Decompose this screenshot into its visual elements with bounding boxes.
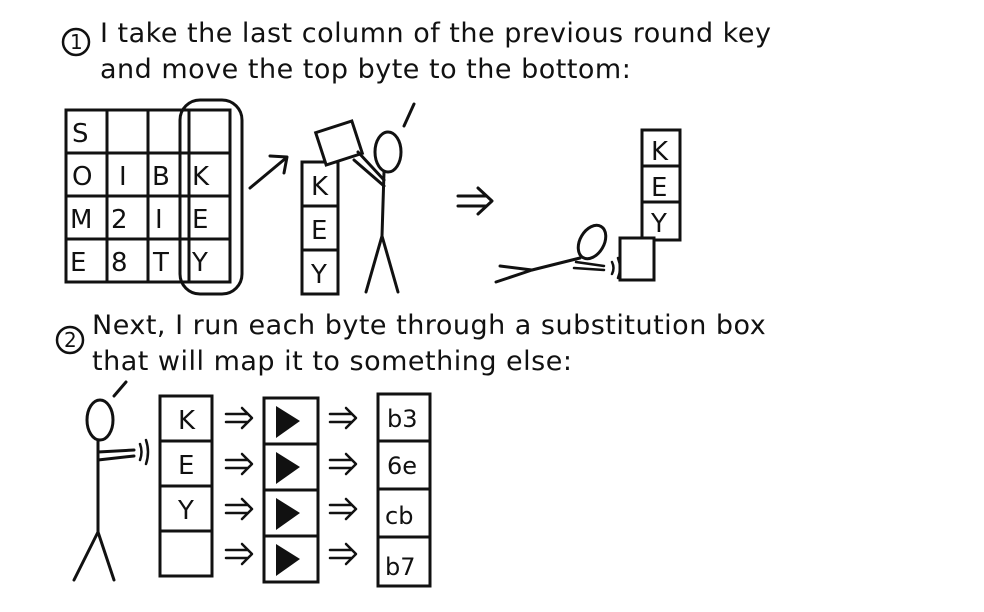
step2-number-circle: [55, 325, 85, 355]
grid-cell-r2c0: M: [70, 205, 92, 235]
sbox-triangle-icon: [276, 406, 300, 438]
held-column-byte-2: Y: [310, 260, 327, 290]
step1-number: 1: [70, 30, 83, 54]
held-column-byte-1: E: [311, 216, 327, 246]
substitution-box-column: [262, 396, 320, 584]
grid-cell-r2c1: 2: [111, 205, 128, 235]
sbox-input-0: K: [178, 406, 196, 436]
sbox-output-2: cb: [385, 502, 413, 530]
double-arrow-icon: [456, 186, 494, 216]
arrows-to-sbox-icon: [224, 406, 254, 566]
result-column-byte-2: Y: [650, 209, 667, 239]
grid-cell-r3c0: E: [70, 248, 86, 278]
sbox-input-1: E: [178, 451, 194, 481]
grid-cell-r1c2: B: [152, 162, 170, 192]
step1-line2: and move the top byte to the bottom:: [100, 54, 631, 85]
last-column-outline: [178, 98, 244, 296]
grid-cell-r1c0: O: [72, 162, 92, 192]
grid-cell-r1c3: K: [192, 162, 210, 192]
sbox-triangle-icon: [276, 452, 300, 484]
step1-line1: I take the last column of the previous r…: [100, 18, 771, 49]
sbox-output-1: 6e: [387, 452, 417, 480]
round-key-grid: S O I B K M 2 I E E 8 T Y: [64, 98, 244, 296]
step1-number-circle: [61, 27, 91, 57]
grid-cell-r3c2: T: [152, 248, 169, 278]
held-column-byte-0: K: [311, 172, 329, 202]
stick-figure-lifting-icon: [352, 102, 416, 294]
step2-number: 2: [64, 328, 77, 352]
step2-line2: that will map it to something else:: [92, 346, 572, 377]
sbox-input-column: K E Y: [158, 394, 214, 578]
step2-line1: Next, I run each byte through a substitu…: [92, 310, 766, 341]
sbox-output-column: b3 6e cb b7: [376, 392, 432, 588]
result-column: K E Y: [618, 128, 682, 282]
arrow-to-figure-icon: [248, 154, 289, 190]
grid-cell-r3c3: Y: [191, 248, 208, 278]
grid-cell-r0c0: S: [72, 119, 89, 149]
sbox-output-3: b7: [385, 553, 416, 581]
grid-cell-r2c3: E: [192, 205, 208, 235]
grid-cell-r1c1: I: [119, 162, 127, 192]
stick-figure-lying-icon: [494, 223, 622, 284]
step1-heading: 1 I take the last column of the previous…: [61, 18, 771, 85]
grid-cell-r3c1: 8: [111, 248, 128, 278]
result-column-byte-0: K: [651, 137, 669, 167]
sbox-output-0: b3: [387, 405, 418, 433]
held-column: K E Y: [300, 119, 365, 296]
step2-heading: 2 Next, I run each byte through a substi…: [55, 310, 766, 377]
arrows-to-output-icon: [328, 406, 358, 566]
grid-cell-r2c2: I: [155, 205, 163, 235]
result-column-byte-1: E: [651, 173, 667, 203]
stick-figure-pushing-icon: [72, 380, 150, 582]
sbox-triangle-icon: [276, 498, 300, 530]
sbox-input-2: Y: [177, 496, 194, 526]
sbox-triangle-icon: [276, 544, 300, 576]
